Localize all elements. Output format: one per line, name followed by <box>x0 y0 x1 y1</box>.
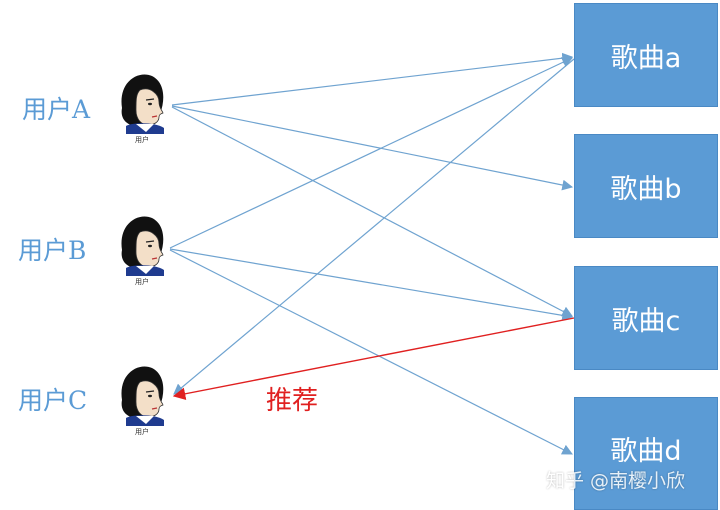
avatar-caption: 用户 <box>135 135 149 144</box>
edge-user-a-song-a <box>171 52 574 106</box>
user-label-a: 用户A <box>22 95 91 124</box>
avatar-user-b-icon: 用户 <box>120 215 165 286</box>
song-label-b: 歌曲b <box>610 173 682 205</box>
song-label-d: 歌曲d <box>610 436 682 467</box>
edge-user-a-song-c <box>171 106 573 317</box>
user-label-c: 用户C <box>18 386 88 415</box>
edge-user-c-song-a <box>173 58 575 395</box>
avatar-caption: 用户 <box>135 277 149 286</box>
song-box-b: 歌曲b <box>574 134 718 238</box>
edge-user-b-song-c <box>169 248 574 321</box>
song-label-c: 歌曲c <box>611 305 681 337</box>
edge-user-a-song-b <box>171 105 574 191</box>
edge-layer <box>169 52 575 455</box>
user-label-b: 用户B <box>18 236 87 265</box>
avatar-caption: 用户 <box>135 427 149 436</box>
recommend-label: 推荐 <box>266 386 319 416</box>
avatar-user-c-icon: 用户 <box>120 365 165 436</box>
song-box-c: 歌曲c <box>574 266 718 370</box>
song-label-a: 歌曲a <box>610 42 682 74</box>
song-box-a: 歌曲a <box>574 3 718 107</box>
edge-user-b-song-a <box>169 57 573 249</box>
avatar-user-a-icon: 用户 <box>120 73 165 144</box>
song-box-d: 歌曲d <box>574 397 718 510</box>
watermark: 知乎 @南樱小欣 <box>546 470 686 492</box>
recommend-edge <box>172 317 575 401</box>
edge-user-b-song-d <box>169 249 573 455</box>
